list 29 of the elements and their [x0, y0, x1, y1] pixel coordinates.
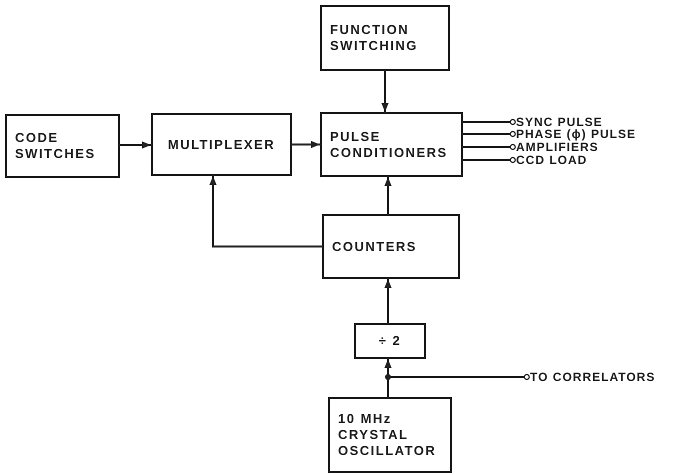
block-box: [322, 214, 460, 279]
block-box: [320, 5, 450, 71]
signal-label: SYNC PULSE: [510, 116, 603, 128]
block-box: [320, 112, 463, 177]
signal-line: [463, 118, 516, 126]
block-label: CODE SWITCHES: [15, 130, 97, 162]
block-label: MULTIPLEXER: [168, 136, 276, 152]
block-box: [5, 114, 120, 178]
arrow: [381, 71, 389, 112]
block-label: COUNTERS: [332, 238, 418, 254]
block-box: [328, 397, 452, 473]
signal-label: AMPLIFIERS: [510, 141, 599, 153]
signal-line: [463, 130, 516, 138]
signal-line: [463, 156, 516, 164]
arrow: [209, 176, 322, 248]
arrow: [384, 177, 392, 214]
arrow: [384, 279, 392, 323]
block-label: ÷ 2: [378, 333, 402, 349]
block-box: [354, 323, 426, 359]
block-box: [151, 113, 292, 176]
block-label: 10 MHz CRYSTAL OSCILLATOR: [338, 411, 438, 459]
signal-label: TO CORRELATORS: [524, 371, 656, 383]
signal-label: PHASE (ϕ) PULSE: [510, 128, 636, 140]
arrow: [120, 141, 151, 149]
block-label: FUNCTION SWITCHING: [330, 22, 419, 54]
signal-label: CCD LOAD: [510, 154, 588, 166]
signal-line: [463, 144, 516, 150]
arrow: [292, 140, 320, 148]
block-label: PULSE CONDITIONERS: [330, 128, 449, 160]
